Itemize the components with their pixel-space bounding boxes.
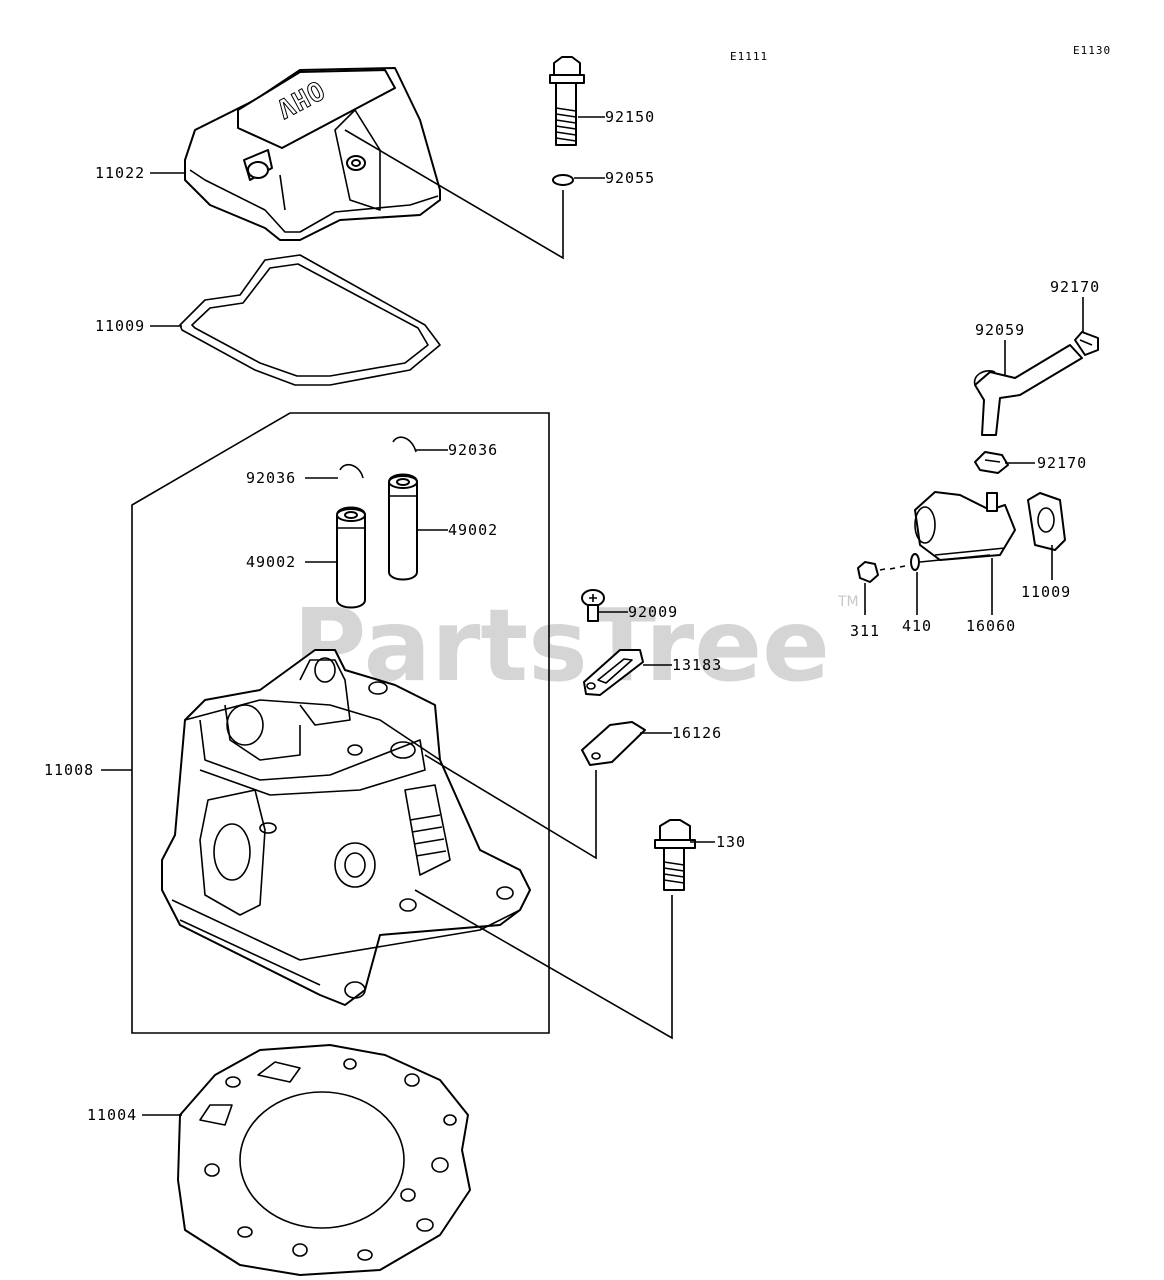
callout-92055[interactable]: 92055 <box>605 169 655 187</box>
callout-410[interactable]: 410 <box>902 617 932 635</box>
callout-49002-left[interactable]: 49002 <box>246 553 296 571</box>
valve-guide-right[interactable] <box>388 473 418 581</box>
gasket-11009-elbow[interactable] <box>1027 492 1066 551</box>
callout-11009-cover-gasket[interactable]: 11009 <box>95 317 145 335</box>
clamp-92170-bottom[interactable] <box>974 451 1009 474</box>
leader-130-head <box>414 889 673 1040</box>
callout-92150[interactable]: 92150 <box>605 108 655 126</box>
callout-11008[interactable]: 11008 <box>44 761 94 779</box>
callout-11022[interactable]: 11022 <box>95 164 145 182</box>
callout-92170-top[interactable]: 92170 <box>1050 278 1100 296</box>
watermark-tm: TM <box>837 594 859 610</box>
valve-cover[interactable]: OHV <box>184 67 441 241</box>
callout-13183[interactable]: 13183 <box>672 656 722 674</box>
valve-guide-left[interactable] <box>336 506 366 609</box>
callout-92036-right[interactable]: 92036 <box>448 441 498 459</box>
screw-92009[interactable] <box>581 589 605 622</box>
bolt-92150[interactable] <box>549 56 585 146</box>
leader-cover-bolt <box>344 129 564 260</box>
callout-92170-bottom[interactable]: 92170 <box>1037 454 1087 472</box>
callout-130[interactable]: 130 <box>716 833 746 851</box>
bolt-130[interactable] <box>654 819 696 891</box>
callout-16060[interactable]: 16060 <box>966 617 1016 635</box>
callout-49002-right[interactable]: 49002 <box>448 521 498 539</box>
washer-410[interactable] <box>910 553 920 571</box>
gasket-13183[interactable] <box>583 649 644 696</box>
leader-lines <box>101 116 1084 1116</box>
callout-11004[interactable]: 11004 <box>87 1106 137 1124</box>
diagram-code-left: E1111 <box>730 50 768 63</box>
callout-311[interactable]: 311 <box>850 622 880 640</box>
nut-311[interactable] <box>857 561 879 583</box>
callout-92009[interactable]: 92009 <box>628 603 678 621</box>
diagram-code-right: E1130 <box>1073 44 1111 57</box>
cover-gasket[interactable] <box>179 254 441 386</box>
cylinder-head-box <box>131 412 550 1034</box>
washer-92055[interactable] <box>552 174 574 186</box>
keeper-92036-left[interactable] <box>339 463 364 479</box>
callout-16126[interactable]: 16126 <box>672 724 722 742</box>
plate-16126[interactable] <box>581 721 646 766</box>
leader-16126-head <box>424 754 597 860</box>
elbow-16060[interactable] <box>914 491 1016 561</box>
callout-11009-elbow-gasket[interactable]: 11009 <box>1021 583 1071 601</box>
keeper-92036-right[interactable] <box>392 436 417 453</box>
stud-line <box>879 554 991 571</box>
clamp-92170-top[interactable] <box>1074 331 1099 356</box>
head-gasket-11004[interactable] <box>177 1044 471 1276</box>
callout-92036-left[interactable]: 92036 <box>246 469 296 487</box>
callout-92059[interactable]: 92059 <box>975 321 1025 339</box>
cylinder-head[interactable] <box>161 649 531 1006</box>
hose-92059[interactable] <box>973 344 1083 436</box>
